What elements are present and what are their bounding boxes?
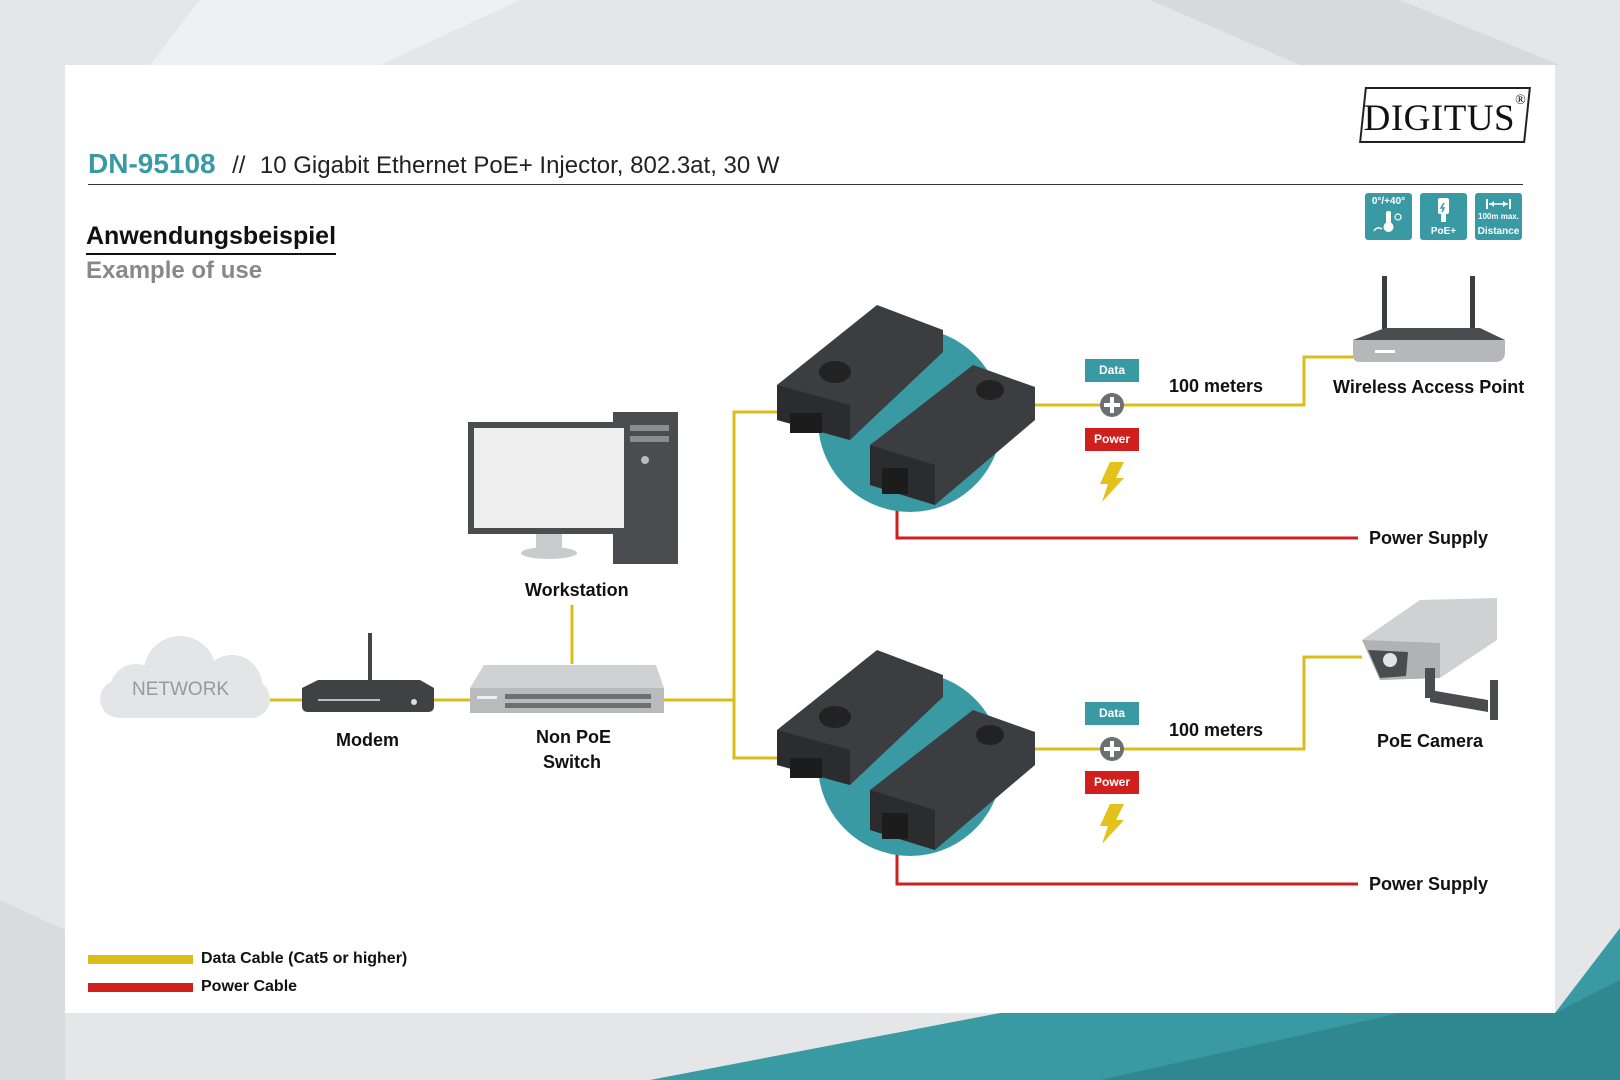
poe-injector-1 <box>777 305 1035 512</box>
poe-injector-2 <box>777 650 1035 856</box>
section-title-de: Anwendungsbeispiel <box>86 222 337 255</box>
data-tag: Data <box>1085 702 1139 725</box>
distance-label: 100 meters <box>1169 720 1264 740</box>
page-title: DN-95108 // 10 Gigabit Ethernet PoE+ Inj… <box>88 148 780 180</box>
lightning-bolt-icon <box>1100 462 1124 502</box>
data-cables <box>270 355 1362 760</box>
legend-power-label: Power Cable <box>201 978 298 995</box>
power-supply-label: Power Supply <box>1369 874 1489 894</box>
legend-data-label: Data Cable (Cat5 or higher) <box>201 950 408 967</box>
poe-plus-icon: PoE+ <box>1420 193 1467 240</box>
switch-label-line2: Switch <box>543 752 602 772</box>
modem-label: Modem <box>336 730 399 750</box>
lightning-bolt-icon <box>1100 804 1124 844</box>
access-point-device <box>1353 276 1505 362</box>
section-title-en: Example of use <box>86 257 263 284</box>
data-tag: Data <box>1085 359 1139 382</box>
legend-data-swatch <box>88 955 193 964</box>
workstation-label: Workstation <box>525 580 629 600</box>
camera-device <box>1362 598 1498 720</box>
model-number: DN-95108 <box>88 148 216 179</box>
temperature-range-icon: 0°/+40° <box>1365 193 1412 240</box>
power-supply-label: Power Supply <box>1369 528 1489 548</box>
power-tag: Power <box>1085 771 1139 794</box>
access-point-label: Wireless Access Point <box>1333 377 1525 397</box>
title-divider <box>88 184 1523 185</box>
workstation-computer <box>468 412 678 564</box>
plus-icon <box>1100 393 1124 417</box>
product-subtitle: 10 Gigabit Ethernet PoE+ Injector, 802.3… <box>259 152 780 179</box>
switch-label-line1: Non PoE <box>536 727 611 747</box>
legend-power-swatch <box>88 983 193 992</box>
network-cloud <box>100 636 270 718</box>
distance-icon: 100m max. Distance <box>1475 193 1522 240</box>
power-tag: Power <box>1085 428 1139 451</box>
distance-label: 100 meters <box>1169 376 1264 396</box>
plus-icon <box>1100 737 1124 761</box>
power-cables <box>895 500 1358 886</box>
modem-device <box>302 633 434 712</box>
camera-label: PoE Camera <box>1377 731 1484 751</box>
title-separator: // <box>232 152 246 179</box>
network-label: NETWORK <box>132 679 230 700</box>
switch-device <box>470 665 664 713</box>
